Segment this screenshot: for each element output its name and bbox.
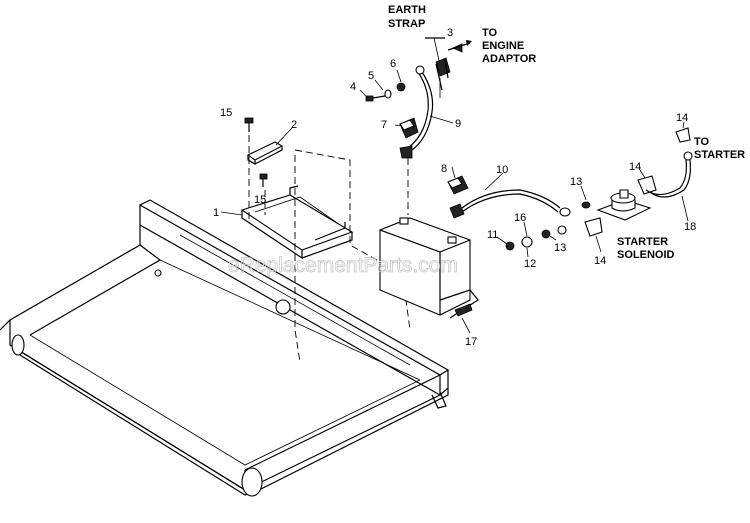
note-starter-solenoid-2: SOLENOID xyxy=(617,249,675,261)
callout-3: 3 xyxy=(447,27,453,39)
callout-16: 16 xyxy=(514,212,526,224)
battery-bracket xyxy=(246,141,284,166)
note-earth-strap-1: EARTH xyxy=(388,4,426,16)
callout-13-bottom: 13 xyxy=(554,242,566,254)
callout-1: 1 xyxy=(213,207,219,219)
callout-12: 12 xyxy=(524,258,536,270)
callout-7: 7 xyxy=(381,119,387,131)
screw-top xyxy=(244,117,254,132)
callout-18: 18 xyxy=(684,221,696,233)
leader-lines xyxy=(220,69,689,334)
callout-2: 2 xyxy=(291,119,297,131)
callout-14-top: 14 xyxy=(676,112,688,124)
note-earth-strap-2: STRAP xyxy=(388,18,425,30)
callout-10: 10 xyxy=(496,164,508,176)
note-starter-solenoid-1: STARTER xyxy=(617,236,668,248)
note-to-starter-2: STARTER xyxy=(694,149,745,161)
callout-17: 17 xyxy=(465,336,477,348)
callout-6: 6 xyxy=(390,58,396,70)
watermark: eReplacementParts.com xyxy=(228,254,458,277)
callout-13-top: 13 xyxy=(570,176,582,188)
starter-solenoid xyxy=(596,127,693,221)
note-engine-adaptor-3: ADAPTOR xyxy=(482,53,536,65)
note-engine-adaptor-2: ENGINE xyxy=(482,40,524,52)
battery xyxy=(379,217,479,319)
callout-9: 9 xyxy=(455,118,461,130)
callout-8: 8 xyxy=(441,163,447,175)
callout-11: 11 xyxy=(487,229,498,241)
base-frame xyxy=(0,199,450,497)
positive-cable-assembly xyxy=(447,175,603,251)
callout-5: 5 xyxy=(368,70,374,82)
note-to-starter-1: TO xyxy=(694,136,710,148)
screw-lower xyxy=(259,173,268,187)
callout-15-top: 15 xyxy=(220,107,232,119)
note-engine-adaptor-1: TO xyxy=(482,27,498,39)
callout-15-lower: 15 xyxy=(254,194,266,206)
earth-strap-assembly xyxy=(365,37,472,159)
callout-14-bottom: 14 xyxy=(594,255,606,267)
mounting-plate xyxy=(240,185,354,260)
callout-14-mid: 14 xyxy=(629,161,641,173)
callout-4: 4 xyxy=(350,81,356,93)
